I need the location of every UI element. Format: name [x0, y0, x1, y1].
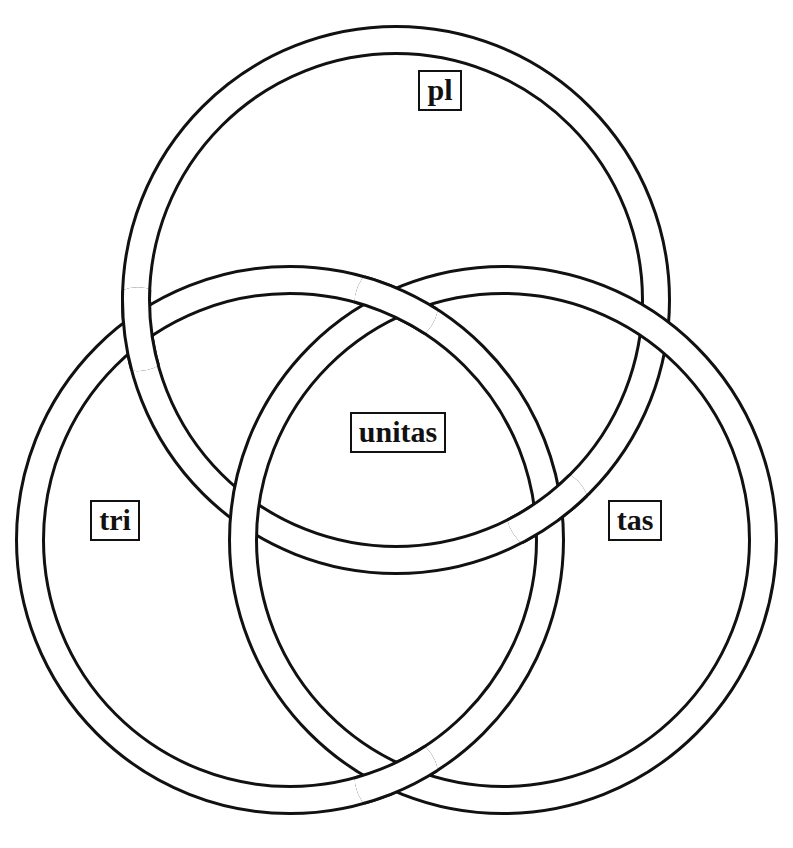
ring-left	[30, 280, 550, 800]
label-box: pl	[418, 70, 461, 111]
label-box: tri	[90, 500, 140, 541]
label-text: tri	[99, 503, 131, 536]
label-box: tas	[608, 500, 663, 541]
label-text: pl	[427, 73, 452, 106]
label-text: tas	[617, 503, 654, 536]
label-box: unitas	[350, 412, 446, 453]
ring-left-over	[30, 280, 550, 800]
label-text: unitas	[359, 415, 437, 448]
ring-right	[243, 280, 763, 800]
